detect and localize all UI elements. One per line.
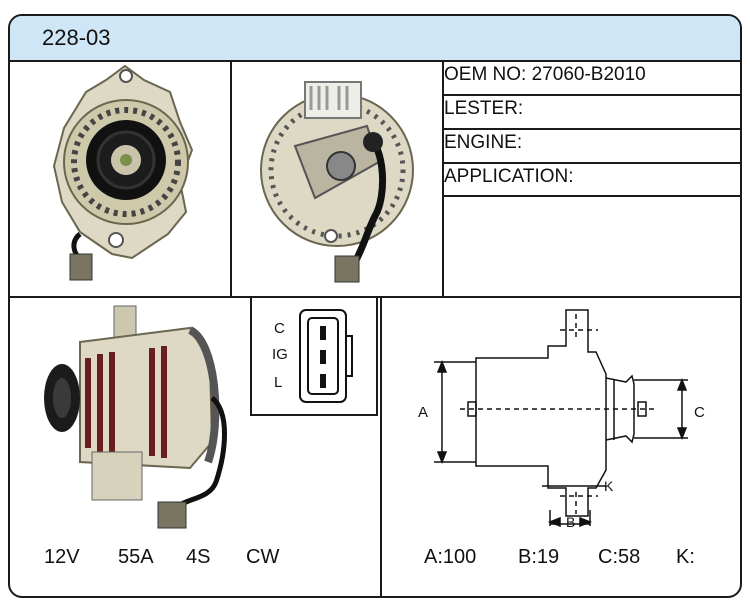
spec-groove: 4S xyxy=(186,546,211,568)
divider xyxy=(442,128,740,130)
pin-label: C xyxy=(274,320,285,337)
alternator-front-photo xyxy=(52,64,194,281)
spec-voltage: 12V xyxy=(44,546,80,568)
divider xyxy=(442,60,444,296)
spec-rotation: CW xyxy=(246,546,280,568)
dimension-b: B:19 xyxy=(518,546,560,568)
spec-amperage: 55A xyxy=(118,546,154,568)
dimension-label-a: A xyxy=(418,404,429,421)
dimension-a: A:100 xyxy=(424,546,477,568)
dimension-k: K: xyxy=(676,546,695,568)
divider xyxy=(442,162,740,164)
lester-field: LESTER: xyxy=(444,98,524,119)
part-number-title: 228-03 xyxy=(42,25,111,50)
header-bar: 228-03 xyxy=(10,16,740,62)
pin-label: IG xyxy=(272,346,288,363)
dimension-label-k: K xyxy=(604,478,614,494)
dimension-c: C:58 xyxy=(598,546,641,568)
divider xyxy=(230,60,232,296)
engine-field: ENGINE: xyxy=(444,132,523,153)
alternator-side-photo xyxy=(44,305,227,529)
application-field: APPLICATION: xyxy=(444,166,574,187)
alternator-rear-photo xyxy=(260,81,414,283)
connector-plug-icon xyxy=(299,309,353,403)
oem-number: OEM NO: 27060-B2010 xyxy=(444,64,646,85)
divider xyxy=(442,195,740,197)
pin-label: L xyxy=(274,374,283,391)
dimension-diagram xyxy=(434,309,688,528)
dimension-label-c: C xyxy=(694,404,705,421)
divider xyxy=(380,298,382,596)
divider xyxy=(442,94,740,96)
connector-diagram-box xyxy=(250,296,378,416)
dimension-label-b: B xyxy=(566,514,576,530)
